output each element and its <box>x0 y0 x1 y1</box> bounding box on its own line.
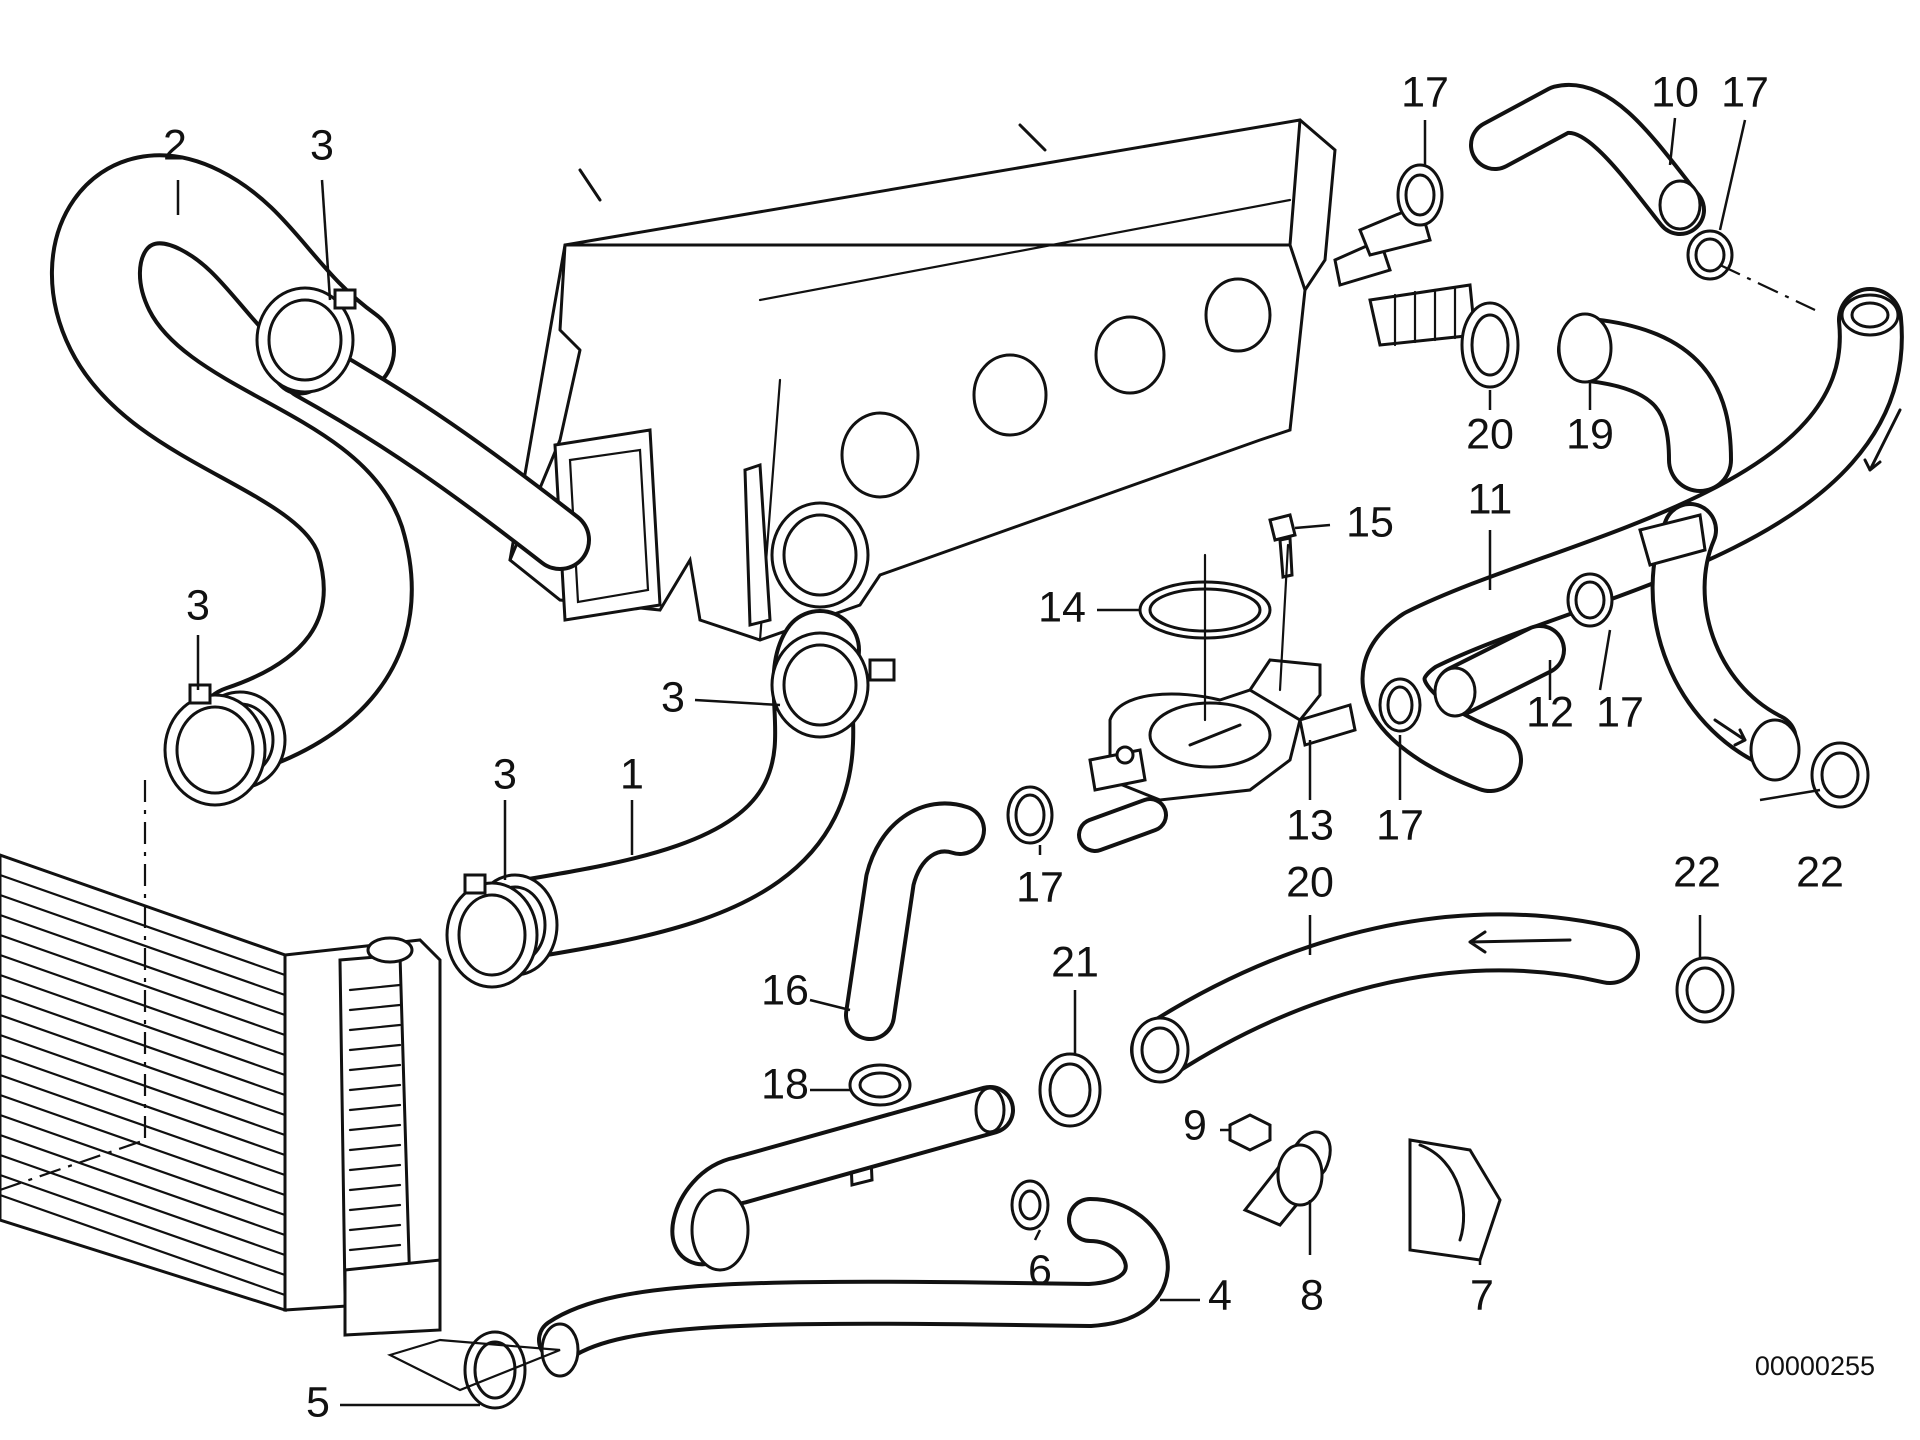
nut-9 <box>1228 1113 1272 1152</box>
callout-3: 3 <box>186 581 210 629</box>
callout-17: 17 <box>1721 68 1769 116</box>
callout-2: 2 <box>163 121 187 169</box>
hose-clamp-22-group <box>1675 741 1870 1024</box>
callout-21: 21 <box>1051 938 1099 986</box>
callout-17: 17 <box>1596 688 1644 736</box>
callout-1: 1 <box>620 750 644 798</box>
callout-4: 4 <box>1208 1271 1232 1319</box>
callout-10: 10 <box>1651 68 1699 116</box>
callout-3: 3 <box>493 750 517 798</box>
bracket-8 <box>1242 1130 1332 1227</box>
callout-9: 9 <box>1183 1101 1207 1149</box>
document-number: 00000255 <box>1755 1351 1875 1381</box>
callout-22: 22 <box>1673 848 1721 896</box>
hose-clamp-20 <box>1460 301 1520 389</box>
hose-clamp-17-group <box>1006 163 1734 845</box>
hose-16 <box>844 801 986 1041</box>
callout-17: 17 <box>1016 863 1064 911</box>
callout-8: 8 <box>1300 1271 1324 1319</box>
hose-4 <box>537 1085 1170 1378</box>
callout-15: 15 <box>1346 498 1394 546</box>
hose-12 <box>1433 624 1566 718</box>
callout-12: 12 <box>1526 688 1574 736</box>
thermostat-housing-13 <box>1077 658 1357 853</box>
callout-17: 17 <box>1376 801 1424 849</box>
callout-3: 3 <box>661 673 685 721</box>
callout-11: 11 <box>1468 475 1513 523</box>
hose-clamp-21 <box>1038 1052 1102 1128</box>
hose-clamp-3-group <box>163 286 896 989</box>
thermostat-seal-ring-14 <box>1138 553 1272 722</box>
callout-3: 3 <box>310 121 334 169</box>
callout-20: 20 <box>1286 858 1334 906</box>
callout-labels: 2 3 3 3 3 1 17 10 17 20 19 15 11 14 12 1… <box>163 68 1844 1426</box>
callout-14: 14 <box>1038 583 1086 631</box>
hose-20-lower <box>1130 912 1640 1084</box>
callout-7: 7 <box>1470 1271 1494 1319</box>
leader-lines <box>176 117 1821 1407</box>
engine-cylinder-head <box>508 118 1477 642</box>
hose-10 <box>1469 83 1706 236</box>
hose-clamp-6 <box>1010 1179 1050 1231</box>
callout-13: 13 <box>1286 801 1334 849</box>
bolt-15 <box>1268 513 1297 692</box>
radiator <box>0 780 442 1337</box>
callout-22: 22 <box>1796 848 1844 896</box>
hose-clamp-5 <box>387 1330 561 1410</box>
callout-17: 17 <box>1401 68 1449 116</box>
callout-16: 16 <box>761 966 809 1014</box>
callout-6: 6 <box>1028 1246 1052 1294</box>
callout-19: 19 <box>1566 410 1614 458</box>
bracket-7 <box>1408 1138 1502 1262</box>
callout-5: 5 <box>306 1378 330 1426</box>
callout-20: 20 <box>1466 410 1514 458</box>
callout-18: 18 <box>761 1060 809 1108</box>
hose-clamp-18 <box>848 1063 912 1187</box>
hose-19 <box>1557 312 1733 493</box>
